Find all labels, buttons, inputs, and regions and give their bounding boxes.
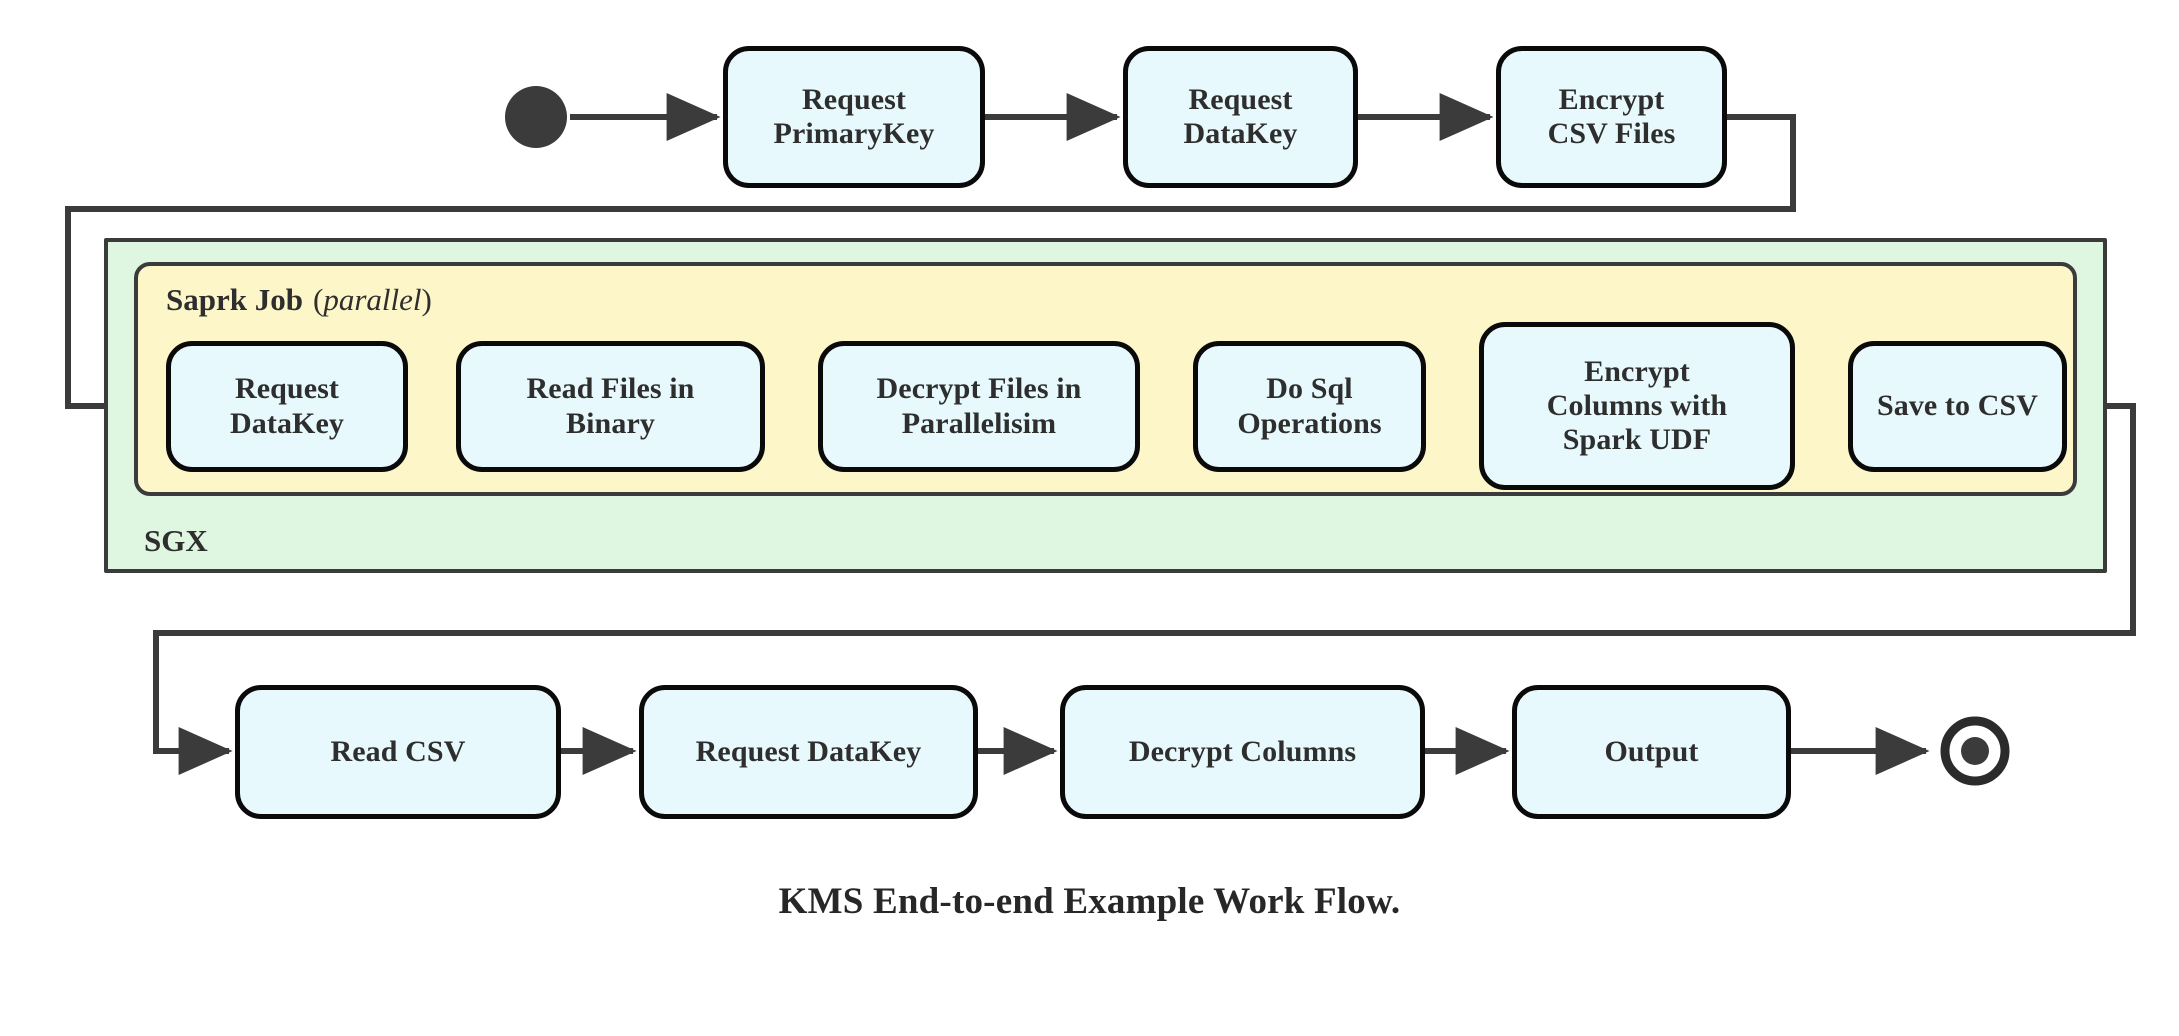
node-label: Read CSV (330, 734, 466, 768)
start-state-icon (505, 86, 567, 148)
node-do-sql-operations[interactable]: Do Sql Operations (1193, 341, 1426, 472)
node-label: Do Sql Operations (1237, 372, 1382, 440)
node-label: Decrypt Columns (1128, 734, 1357, 768)
node-request-datakey-top[interactable]: Request DataKey (1123, 46, 1358, 188)
node-encrypt-csv-files[interactable]: Encrypt CSV Files (1496, 46, 1727, 188)
node-label: Encrypt CSV Files (1547, 82, 1676, 150)
node-label: Read Files in Binary (526, 372, 695, 440)
node-label: Save to CSV (1876, 389, 2039, 423)
connector-encrypt-csv-to-spark-datakey (65, 114, 1796, 430)
node-request-datakey-spark[interactable]: Request DataKey (166, 341, 408, 472)
node-label: Request PrimaryKey (773, 82, 935, 150)
spark-job-modifier-text: parallel (323, 282, 422, 317)
spark-job-modifier: (parallel) (313, 282, 432, 317)
group-label-sgx: SGX (144, 523, 208, 558)
paren-close: ) (421, 282, 432, 317)
node-label: Decrypt Files in Parallelisim (876, 372, 1082, 440)
node-save-to-csv[interactable]: Save to CSV (1848, 341, 2067, 472)
node-decrypt-columns[interactable]: Decrypt Columns (1060, 685, 1425, 819)
node-label: Request DataKey (1183, 82, 1298, 150)
node-decrypt-files-in-parallelisim[interactable]: Decrypt Files in Parallelisim (818, 341, 1140, 472)
node-output[interactable]: Output (1512, 685, 1791, 819)
end-state-icon (1940, 716, 2010, 786)
paren-open: ( (312, 282, 324, 317)
node-label: Request DataKey (695, 734, 922, 768)
group-label-spark-job: Saprk Job (parallel) (166, 282, 432, 318)
diagram-caption: KMS End-to-end Example Work Flow. (778, 881, 1401, 922)
node-request-datakey-bottom[interactable]: Request DataKey (639, 685, 978, 819)
spark-job-title: Saprk Job (166, 282, 303, 317)
connector-save-csv-to-read-csv (153, 403, 2136, 775)
node-label: Request DataKey (229, 372, 344, 440)
node-read-csv[interactable]: Read CSV (235, 685, 561, 819)
node-encrypt-columns-with-spark-udf[interactable]: Encrypt Columns with Spark UDF (1479, 322, 1795, 490)
node-request-primarykey[interactable]: Request PrimaryKey (723, 46, 985, 188)
node-label: Output (1604, 734, 1699, 768)
node-read-files-in-binary[interactable]: Read Files in Binary (456, 341, 765, 472)
node-label: Encrypt Columns with Spark UDF (1546, 354, 1728, 457)
